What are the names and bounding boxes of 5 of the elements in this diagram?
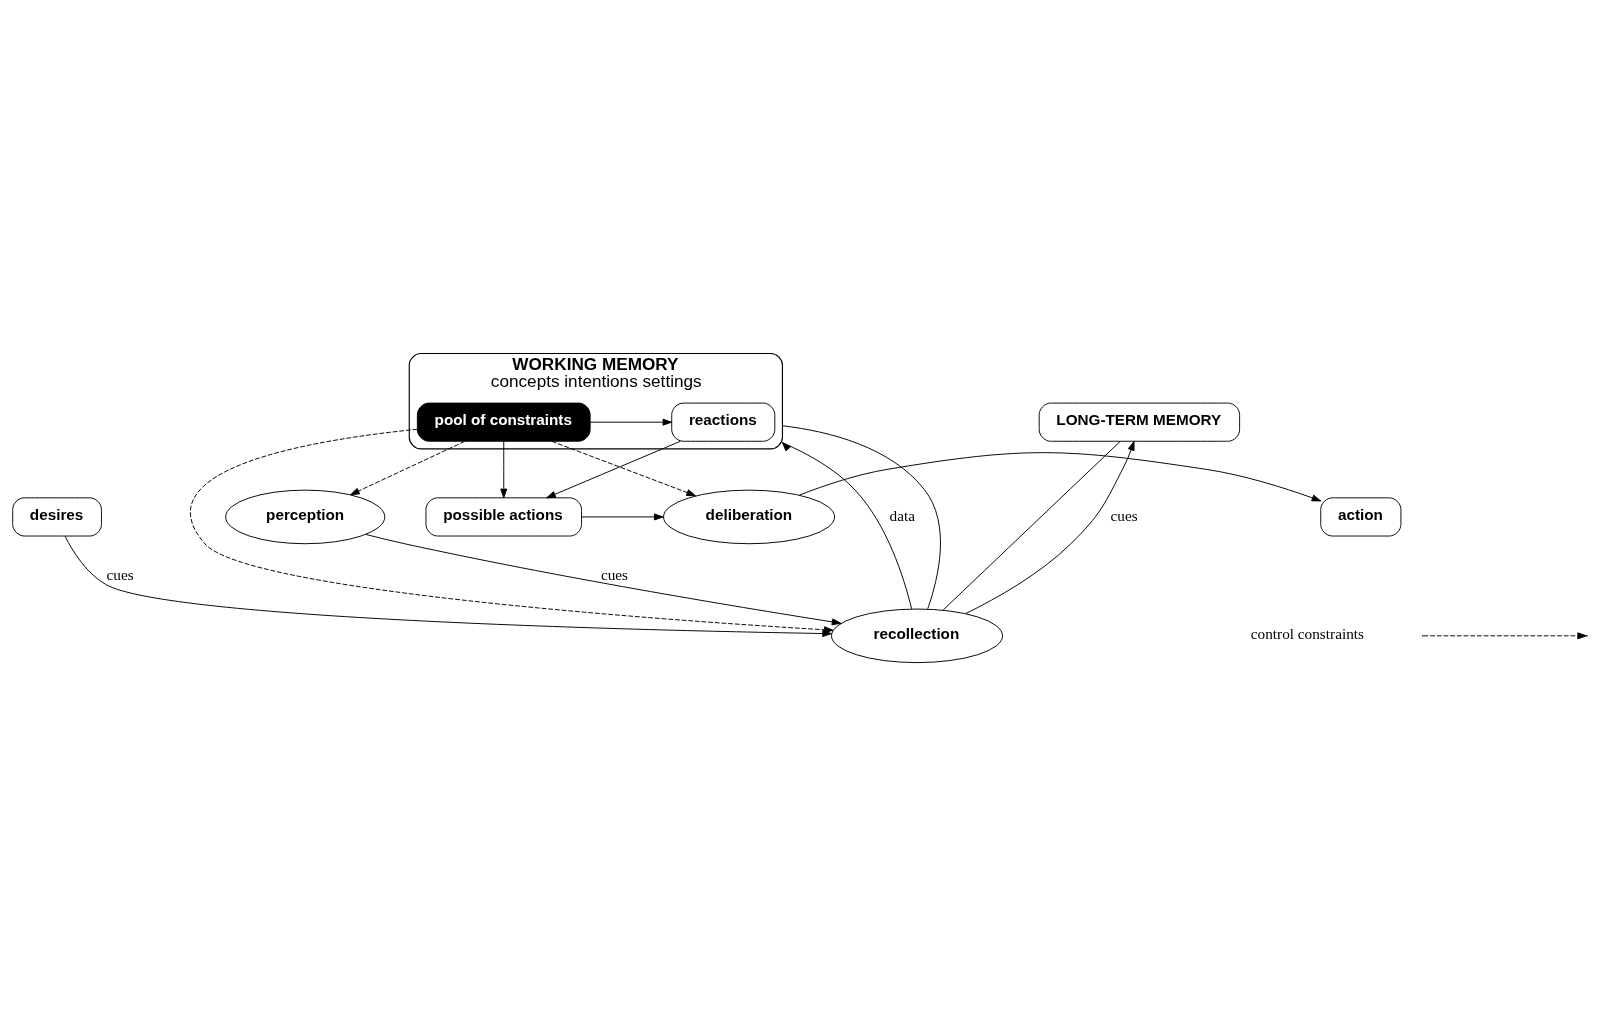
edge-label: cues	[600, 566, 629, 584]
edge-label: data	[889, 506, 915, 524]
edge-label: cues	[1110, 506, 1138, 524]
legend-label: control constraints	[1250, 625, 1364, 643]
edge-label: cues	[106, 566, 134, 584]
